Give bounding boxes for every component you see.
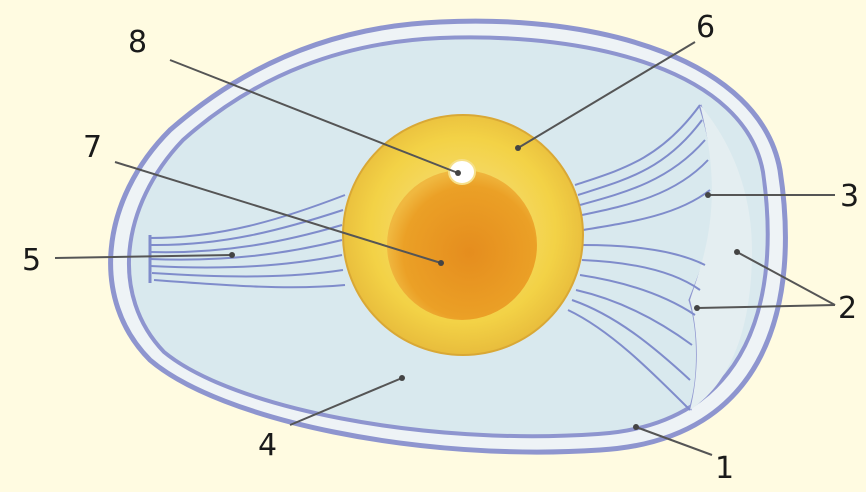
label-6: 6 [696,10,715,45]
label-7: 7 [83,130,102,165]
label-5: 5 [22,243,41,278]
label-1: 1 [715,451,734,486]
label-3: 3 [840,179,859,214]
yolk-inner [387,170,537,320]
label-8: 8 [128,25,147,60]
label-2: 2 [838,291,857,326]
label-4: 4 [258,428,277,463]
